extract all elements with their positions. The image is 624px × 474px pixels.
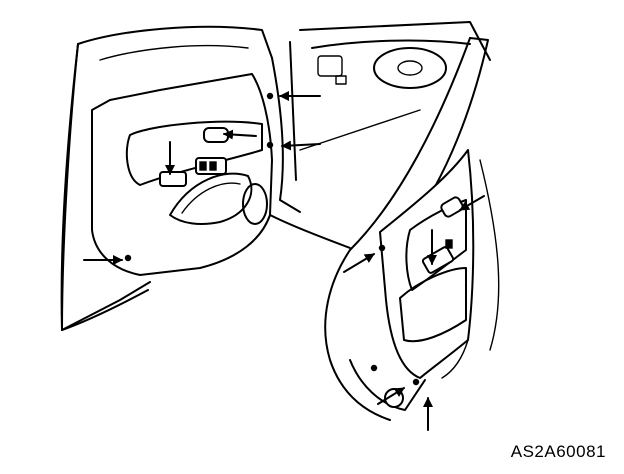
left-screw-1: [124, 254, 132, 262]
right-screw-2: [370, 364, 378, 372]
right-power-window-switch: [421, 246, 455, 274]
left-switch-button-a: [199, 161, 207, 171]
left-door-assembly: [60, 25, 274, 331]
right-door-frame: [324, 37, 471, 421]
left-door-edge: [60, 43, 79, 331]
steering-hub: [397, 60, 423, 76]
arrow-right-lower-clip: [377, 387, 405, 405]
right-door-bottom: [349, 359, 426, 411]
left-speaker: [242, 183, 268, 225]
arrow-left-mid-screw: [281, 140, 321, 151]
b-pillar: [271, 57, 301, 213]
left-switch-button-b: [209, 161, 217, 171]
right-screw-1: [378, 244, 386, 252]
callout-arrows: [83, 91, 485, 431]
left-door-lower-edge: [61, 289, 149, 331]
left-armrest: [125, 120, 263, 186]
windshield-frame: [299, 21, 491, 61]
arrow-left-handle: [223, 129, 257, 140]
rear-body-line: [479, 159, 500, 351]
right-switch-button: [445, 239, 453, 249]
dash-button: [335, 75, 347, 85]
left-window-frame: [77, 25, 273, 59]
dash-top: [311, 39, 471, 49]
left-screw-3: [266, 141, 274, 149]
right-door-pocket: [399, 267, 467, 343]
figure-code: AS2A60081: [510, 442, 606, 461]
left-pocket-inner: [181, 182, 241, 214]
dash-vent: [317, 55, 343, 77]
steering-wheel: [373, 47, 447, 89]
arrow-right-upper-screw: [343, 253, 375, 273]
a-pillar-left: [289, 41, 297, 181]
arrow-right-handle: [459, 195, 485, 211]
left-door-pocket: [169, 172, 253, 225]
left-switch-bezel: [159, 171, 187, 187]
rear-body-line-2: [441, 339, 469, 379]
right-screw-3: [412, 378, 420, 386]
dashboard: [311, 39, 471, 89]
left-screw-2: [266, 92, 274, 100]
body-sill: [269, 214, 351, 249]
right-door-assembly: [324, 37, 500, 421]
left-window-inner: [99, 44, 249, 61]
